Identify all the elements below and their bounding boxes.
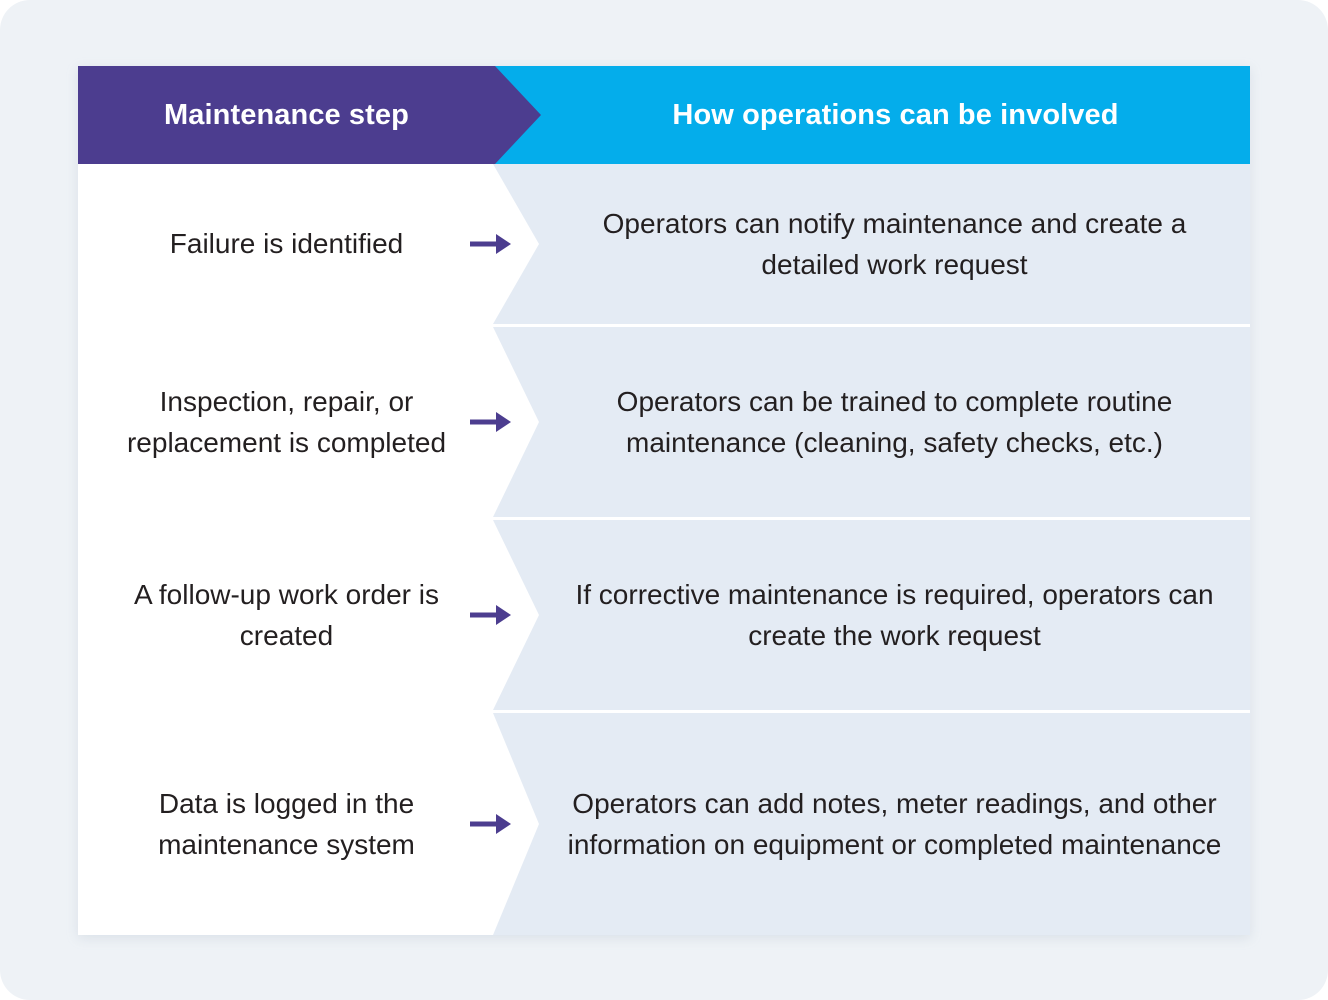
arrow-right-icon bbox=[470, 814, 511, 834]
step-text: Inspection, repair, or replacement is co… bbox=[126, 385, 447, 458]
table-row: Data is logged in the maintenance system… bbox=[78, 710, 1250, 935]
table-row: Inspection, repair, or replacement is co… bbox=[78, 324, 1250, 517]
involvement-text: Operators can be trained to complete rou… bbox=[616, 385, 1173, 458]
table-row: Failure is identified Operators can noti… bbox=[78, 164, 1250, 324]
header-left-chevron bbox=[78, 66, 541, 164]
involvement-text: If corrective maintenance is required, o… bbox=[575, 578, 1214, 651]
involvement-cell: If corrective maintenance is required, o… bbox=[495, 520, 1250, 710]
table-row: A follow-up work order is created If cor… bbox=[78, 517, 1250, 710]
step-text: Data is logged in the maintenance system bbox=[158, 787, 415, 860]
arrow-right-icon bbox=[470, 234, 511, 254]
involvement-cell: Operators can notify maintenance and cre… bbox=[495, 164, 1250, 324]
step-text: Failure is identified bbox=[169, 228, 404, 260]
involvement-cell: Operators can add notes, meter readings,… bbox=[495, 713, 1250, 935]
step-cell-chevron bbox=[78, 164, 539, 324]
step-cell: Inspection, repair, or replacement is co… bbox=[78, 327, 539, 517]
involvement-text: Operators can notify maintenance and cre… bbox=[602, 207, 1187, 280]
table-header-row: Maintenance step How operations can be i… bbox=[78, 66, 1250, 164]
step-text: A follow-up work order is created bbox=[133, 578, 439, 651]
step-cell-chevron bbox=[78, 327, 539, 517]
table-body: Failure is identified Operators can noti… bbox=[78, 164, 1250, 935]
arrow-right-icon bbox=[470, 412, 511, 432]
step-cell: Failure is identified bbox=[78, 164, 539, 324]
involvement-text: Operators can add notes, meter readings,… bbox=[567, 787, 1222, 860]
column-header-maintenance-step: Maintenance step bbox=[164, 98, 409, 131]
arrow-right-icon bbox=[470, 605, 511, 625]
column-header-how-operations-can-be-involved: How operations can be involved bbox=[672, 98, 1119, 131]
step-cell: Data is logged in the maintenance system bbox=[78, 713, 539, 935]
step-cell: A follow-up work order is created bbox=[78, 520, 539, 710]
maintenance-steps-table: Maintenance step How operations can be i… bbox=[78, 66, 1250, 935]
involvement-cell: Operators can be trained to complete rou… bbox=[495, 327, 1250, 517]
step-cell-chevron bbox=[78, 713, 539, 935]
step-cell-chevron bbox=[78, 520, 539, 710]
